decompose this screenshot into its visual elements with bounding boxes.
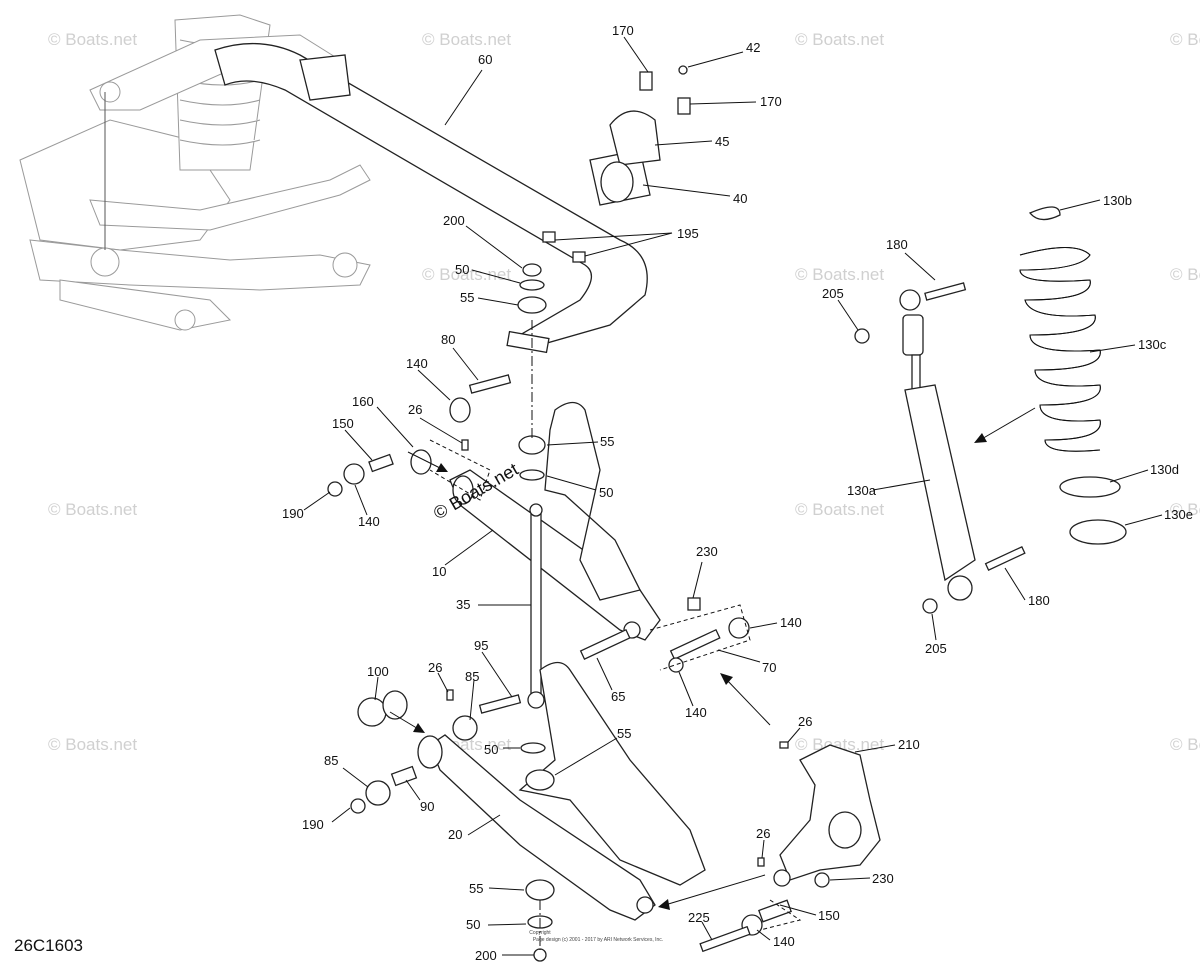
callout-42: 42 — [746, 40, 760, 55]
watermark-layer: © Boats.net © Boats.net © Boats.net © Bo… — [48, 30, 1200, 754]
callout-26: 26 — [798, 714, 812, 729]
callout-130a: 130a — [847, 483, 877, 498]
callout-55: 55 — [469, 881, 483, 896]
callout-40: 40 — [733, 191, 747, 206]
callout-50: 50 — [455, 262, 469, 277]
watermark: © Boats.net — [1170, 265, 1200, 284]
callout-100: 100 — [367, 664, 389, 679]
copyright-line-2: Page design (c) 2001 - 2017 by ARI Netwo… — [533, 937, 663, 943]
stabilizer-link — [527, 503, 545, 709]
leader-lines — [303, 36, 1163, 956]
stabilizer-bar — [214, 42, 648, 354]
callout-55: 55 — [617, 726, 631, 741]
upper-arm-hardware — [327, 374, 701, 611]
watermark: © Boats.net — [48, 500, 137, 519]
callout-200: 200 — [443, 213, 465, 228]
callout-95: 95 — [474, 638, 488, 653]
callout-85: 85 — [465, 669, 479, 684]
stabilizer-bushing-bracket — [589, 65, 691, 206]
callout-130c: 130c — [1138, 337, 1167, 352]
coil-spring — [1019, 206, 1127, 545]
callout-60: 60 — [478, 52, 492, 67]
callout-190: 190 — [302, 817, 324, 832]
callout-205: 205 — [822, 286, 844, 301]
callout-140: 140 — [406, 356, 428, 371]
callout-170: 170 — [760, 94, 782, 109]
callout-50: 50 — [484, 742, 498, 757]
routing-lines — [429, 320, 802, 950]
direction-arrows — [389, 407, 1036, 910]
callout-180: 180 — [1028, 593, 1050, 608]
callout-200: 200 — [475, 948, 497, 963]
callout-195: 195 — [677, 226, 699, 241]
lower-arm-hardware — [350, 689, 555, 962]
callout-140: 140 — [773, 934, 795, 949]
watermark: © Boats.net — [795, 735, 884, 754]
callout-85: 85 — [324, 753, 338, 768]
callout-230: 230 — [872, 871, 894, 886]
callout-225: 225 — [688, 910, 710, 925]
watermark: © Boats.net — [795, 30, 884, 49]
callout-70: 70 — [762, 660, 776, 675]
callout-20: 20 — [448, 827, 462, 842]
watermark: © Boats.net — [422, 30, 511, 49]
callout-55: 55 — [600, 434, 614, 449]
upper-a-arm — [449, 401, 661, 641]
steering-knuckle — [699, 741, 881, 953]
callout-210: 210 — [898, 737, 920, 752]
callout-50: 50 — [599, 485, 613, 500]
callout-35: 35 — [456, 597, 470, 612]
callout-130b: 130b — [1103, 193, 1132, 208]
callout-140: 140 — [685, 705, 707, 720]
lower-a-arm — [417, 661, 706, 921]
callout-26: 26 — [428, 660, 442, 675]
watermark: © Boats.net — [48, 735, 137, 754]
callout-10: 10 — [432, 564, 446, 579]
watermark: © Boats.net — [795, 500, 884, 519]
callout-26: 26 — [408, 402, 422, 417]
watermark: © Boats.net — [1170, 30, 1200, 49]
watermark: © Boats.net — [1170, 735, 1200, 754]
callout-150: 150 — [332, 416, 354, 431]
callout-140: 140 — [780, 615, 802, 630]
watermark: © Boats.net — [422, 265, 511, 284]
callout-80: 80 — [441, 332, 455, 347]
copyright-line-1: Copyright — [529, 930, 551, 936]
callout-labels: 170 42 170 45 40 60 195 200 50 55 80 140… — [282, 23, 1193, 963]
callout-130d: 130d — [1150, 462, 1179, 477]
callout-55: 55 — [460, 290, 474, 305]
callout-170: 170 — [612, 23, 634, 38]
callout-180: 180 — [886, 237, 908, 252]
fasteners-upper — [517, 231, 586, 481]
callout-230: 230 — [696, 544, 718, 559]
watermark: © Boats.net — [1170, 500, 1200, 519]
watermark: © Boats.net — [795, 265, 884, 284]
callout-65: 65 — [611, 689, 625, 704]
callout-26: 26 — [756, 826, 770, 841]
diagram-code: 26C1603 — [14, 936, 83, 955]
callout-50: 50 — [466, 917, 480, 932]
callout-90: 90 — [420, 799, 434, 814]
upper-arm-bolts — [579, 617, 750, 673]
callout-140: 140 — [358, 514, 380, 529]
callout-45: 45 — [715, 134, 729, 149]
callout-130e: 130e — [1164, 507, 1193, 522]
callout-190: 190 — [282, 506, 304, 521]
shock-absorber — [854, 282, 1026, 614]
callout-160: 160 — [352, 394, 374, 409]
watermark: © Boats.net — [48, 30, 137, 49]
callout-150: 150 — [818, 908, 840, 923]
callout-205: 205 — [925, 641, 947, 656]
